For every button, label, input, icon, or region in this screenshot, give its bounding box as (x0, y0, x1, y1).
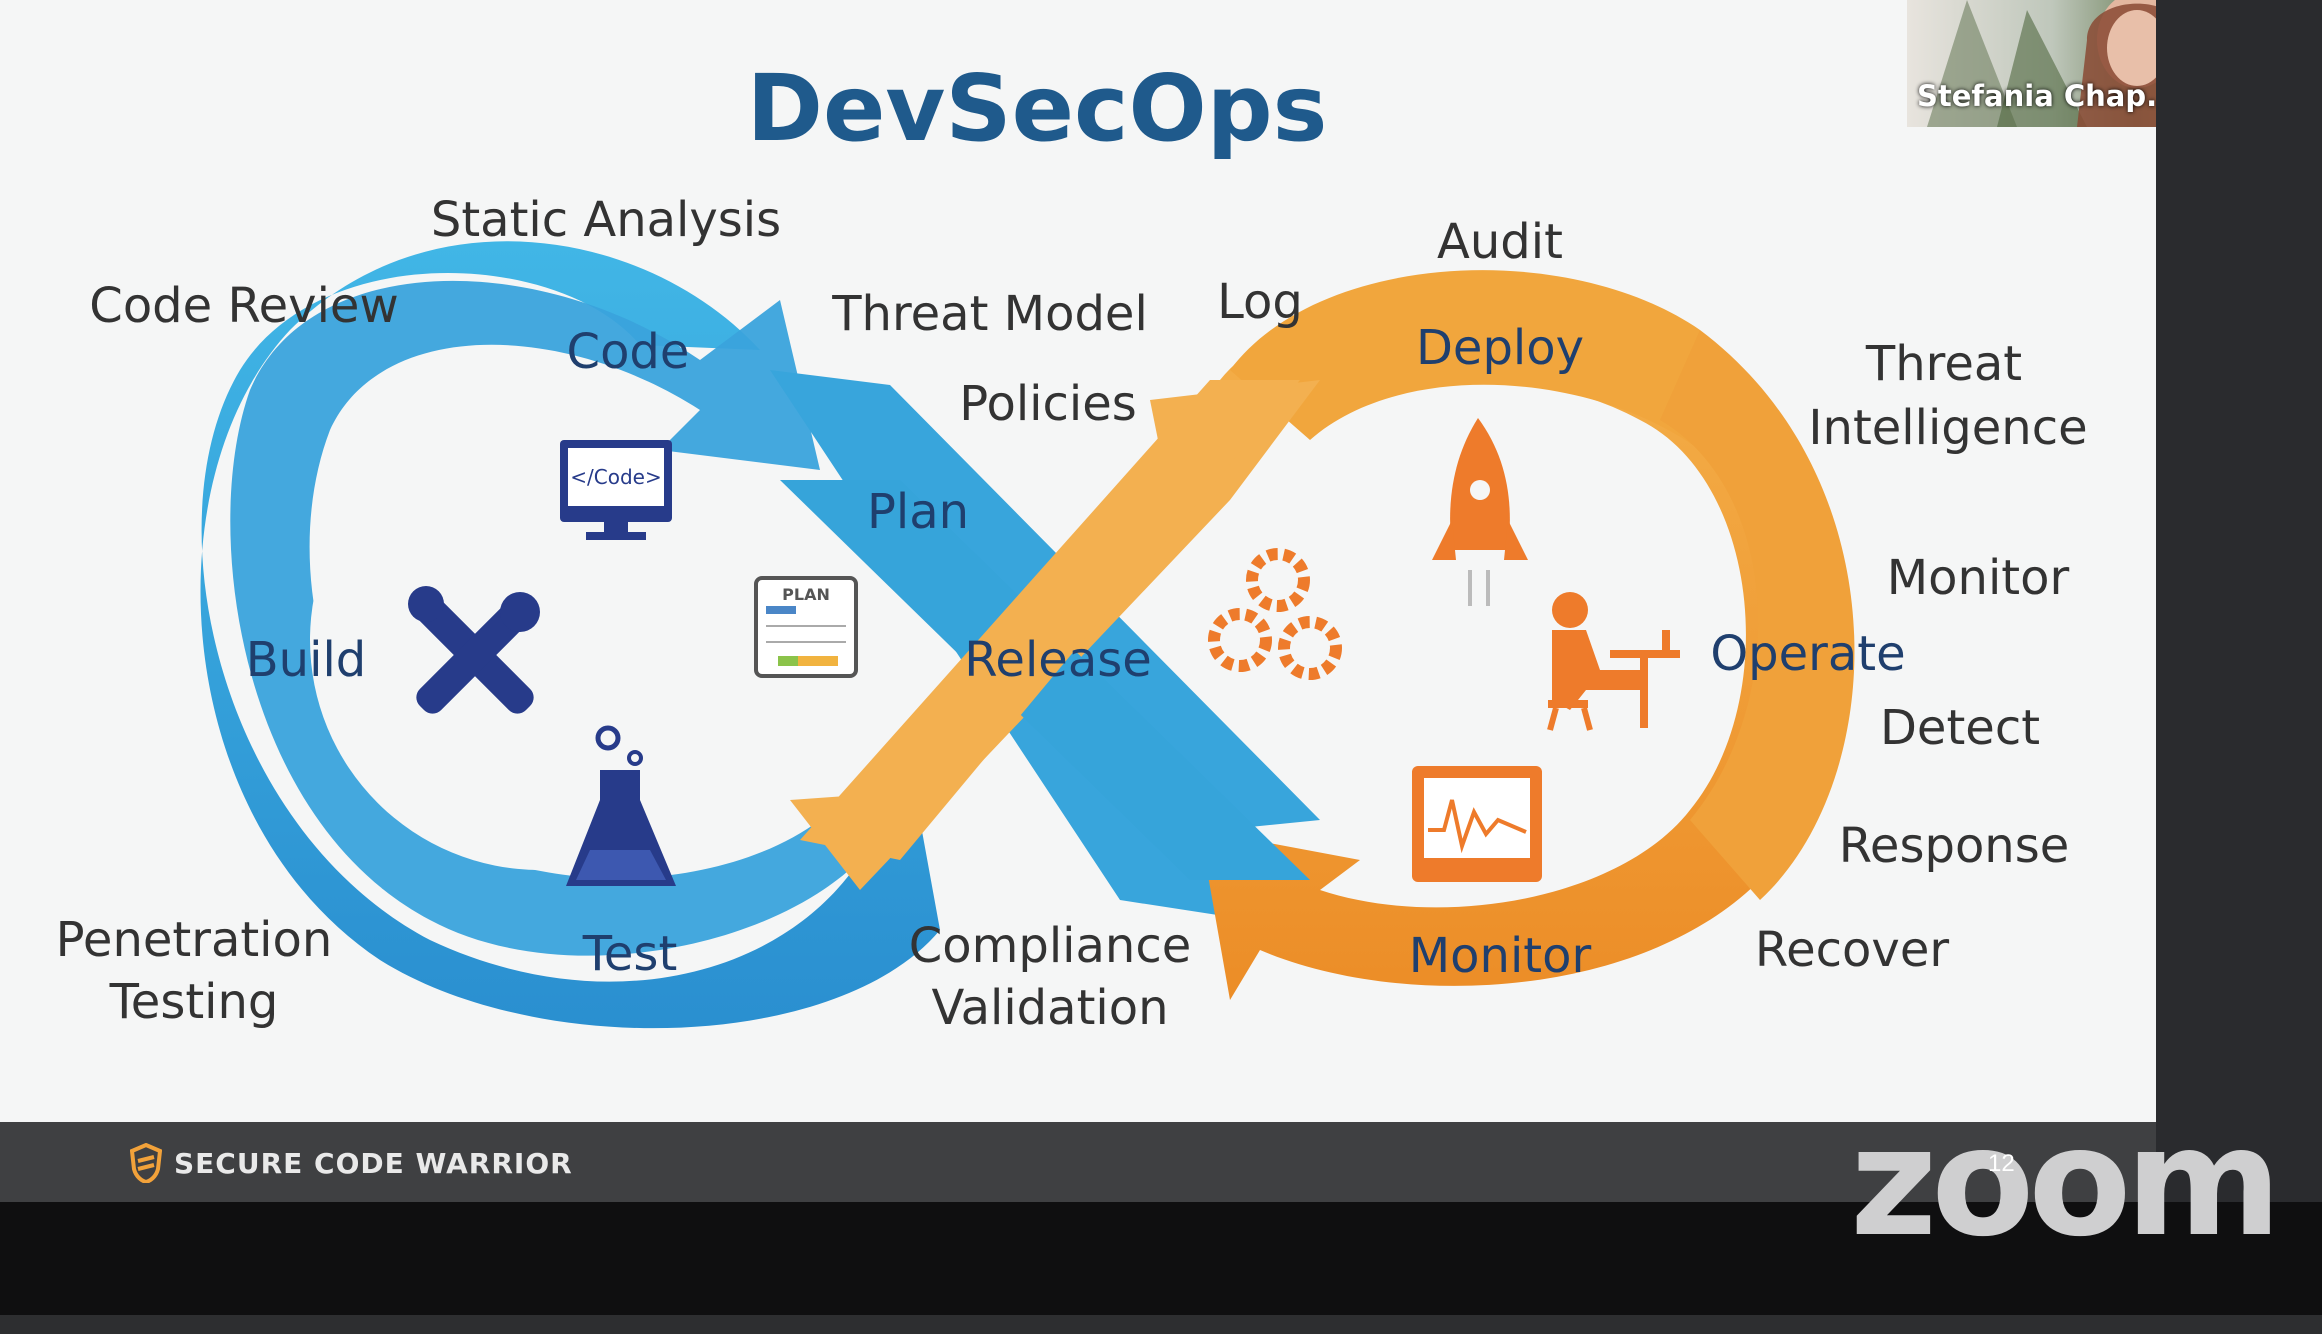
annotation-static-analysis: Static Analysis (431, 192, 781, 248)
participant-name: Stefania Chap... (1917, 79, 2180, 113)
zoom-bottom-strip (0, 1315, 2322, 1334)
annotation-policies: Policies (959, 376, 1137, 432)
annotation-recover: Recover (1755, 922, 1949, 978)
annotation-threat-intelligence-2: Intelligence (1808, 400, 2087, 456)
monitor-chart-icon (1412, 766, 1542, 882)
flask-icon (566, 725, 676, 886)
annotation-penetration-testing-2: Testing (109, 974, 279, 1030)
zoom-bottom-area (0, 1202, 2322, 1315)
person-desk-icon (1547, 592, 1680, 731)
plan-board-icon: PLAN (754, 576, 858, 678)
brand-name: SECURE CODE WARRIOR (174, 1146, 573, 1180)
annotation-monitor: Monitor (1887, 550, 2070, 606)
label-release: Release (964, 632, 1152, 688)
devsecops-diagram: DevSecOps Code Plan Build Test Release D… (56, 55, 2088, 1036)
annotation-log: Log (1217, 274, 1303, 330)
zoom-logo: zoom (1850, 1096, 2282, 1270)
rocket-icon (1432, 418, 1528, 606)
label-build: Build (246, 632, 367, 688)
annotation-detect: Detect (1880, 700, 2040, 756)
shield-logo-icon (130, 1143, 162, 1183)
annotation-penetration-testing-1: Penetration (56, 912, 333, 968)
label-monitor-loop: Monitor (1409, 928, 1592, 984)
tools-icon (408, 586, 540, 714)
label-code: Code (567, 324, 690, 380)
slide-title: DevSecOps (747, 55, 1328, 162)
orange-crossing-band (800, 380, 1300, 860)
orange-loop-outer (1230, 270, 1700, 450)
annotation-response: Response (1839, 818, 2070, 874)
blue-loop-arc (200, 241, 940, 1029)
annotation-threat-model: Threat Model (831, 286, 1148, 342)
orange-loop-center (1240, 400, 1720, 880)
code-screen-icon: </Code> (560, 440, 672, 540)
slide-number: 12 (1988, 1150, 2015, 1177)
annotation-compliance-validation-2: Validation (931, 980, 1168, 1036)
annotation-threat-intelligence-1: Threat (1865, 336, 2022, 392)
presentation-slide: DevSecOps Code Plan Build Test Release D… (0, 0, 2156, 1122)
label-operate: Operate (1710, 626, 1905, 682)
footer-brand: SECURE CODE WARRIOR (130, 1143, 573, 1183)
annotation-compliance-validation-1: Compliance (909, 918, 1192, 974)
svg-text:PLAN: PLAN (782, 585, 830, 604)
gears-icon (1208, 548, 1342, 680)
annotation-code-review: Code Review (89, 278, 398, 334)
label-plan: Plan (867, 484, 969, 540)
slide-footer-bar (0, 1122, 2156, 1202)
label-test: Test (582, 926, 678, 982)
blue-loop-center (310, 410, 770, 870)
zoom-side-panel (2156, 0, 2322, 1315)
svg-text:</Code>: </Code> (570, 465, 661, 489)
annotation-audit: Audit (1437, 214, 1563, 270)
label-deploy: Deploy (1416, 320, 1584, 376)
orange-loop-right (1660, 330, 1855, 900)
